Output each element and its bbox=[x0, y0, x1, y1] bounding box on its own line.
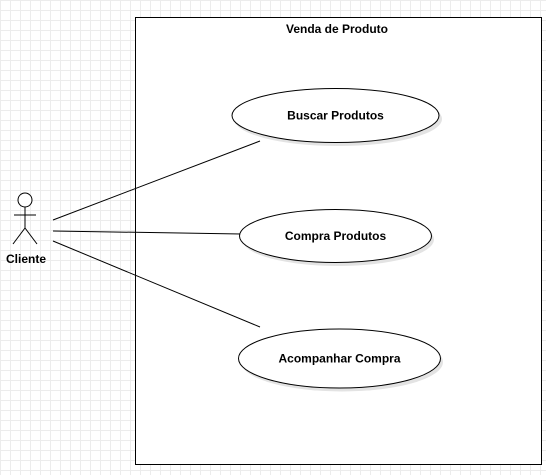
use-case-label: Buscar Produtos bbox=[287, 109, 384, 123]
use-case-ellipse bbox=[238, 328, 441, 389]
use-case-buscar-produtos[interactable]: Buscar Produtos bbox=[231, 88, 442, 147]
actor-head bbox=[17, 192, 33, 208]
association-acompanhar[interactable] bbox=[52, 240, 261, 328]
use-case-acompanhar-compra[interactable]: Acompanhar Compra bbox=[238, 328, 444, 392]
actor-label: Cliente bbox=[6, 252, 46, 266]
use-case-label: Compra Produtos bbox=[285, 229, 387, 243]
association-compra[interactable] bbox=[52, 230, 242, 235]
system-title: Venda de Produto bbox=[286, 22, 388, 36]
use-case-label: Acompanhar Compra bbox=[278, 352, 400, 366]
actor-cliente[interactable] bbox=[12, 192, 38, 245]
association-buscar[interactable] bbox=[52, 140, 261, 221]
use-case-ellipse bbox=[231, 88, 440, 143]
actor-left-leg bbox=[12, 227, 26, 245]
actor-right-leg bbox=[24, 227, 38, 245]
use-case-compra-produtos[interactable]: Compra Produtos bbox=[239, 209, 435, 267]
use-case-ellipse bbox=[239, 209, 432, 263]
